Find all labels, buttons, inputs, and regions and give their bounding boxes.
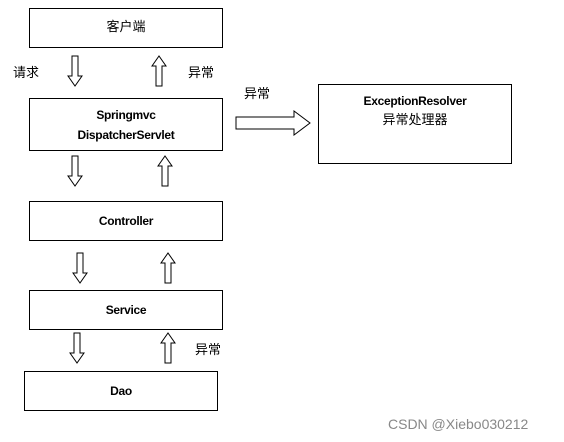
resolver-line2: 异常处理器: [382, 113, 448, 128]
exception-label-dao: 异常: [195, 343, 222, 358]
request-arrow-down-3: [72, 252, 88, 284]
dao-label: Dao: [110, 384, 132, 398]
exception-arrow-up-service: [160, 332, 176, 364]
request-arrow-down-4: [69, 332, 85, 364]
exception-label-resolver: 异常: [244, 87, 271, 102]
service-box: Service: [29, 290, 223, 330]
dispatcher-line1: Springmvc: [96, 107, 156, 122]
watermark: CSDN @Xiebo030212: [388, 416, 529, 432]
exception-resolver-box: ExceptionResolver 异常处理器: [318, 84, 512, 164]
controller-box: Controller: [29, 201, 223, 241]
dispatcher-servlet-box: Springmvc DispatcherServlet: [29, 98, 223, 151]
request-arrow-down-2: [67, 155, 83, 187]
dao-box: Dao: [24, 371, 218, 411]
exception-arrow-up-client: [151, 55, 167, 87]
exception-arrow-up-controller: [160, 252, 176, 284]
request-label: 请求: [13, 66, 40, 81]
client-label: 客户端: [106, 20, 146, 35]
request-arrow-down: [67, 55, 83, 87]
controller-label: Controller: [98, 214, 154, 228]
client-box: 客户端: [29, 8, 223, 48]
exception-label-client: 异常: [188, 66, 215, 81]
service-label: Service: [105, 303, 147, 317]
exception-arrow-up-dispatcher: [157, 155, 173, 187]
resolver-line1: ExceptionResolver: [363, 94, 467, 108]
exception-arrow-right: [235, 110, 311, 136]
dispatcher-line2: DispatcherServlet: [77, 127, 175, 142]
